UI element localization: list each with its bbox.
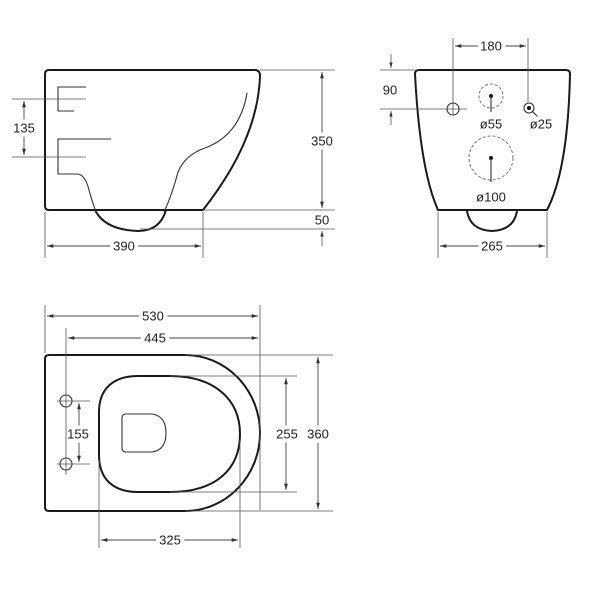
hole-right-25 [523, 102, 535, 114]
dim-label-90: 90 [383, 83, 397, 98]
mount-hole-left [446, 102, 460, 116]
dim-label-50: 50 [315, 213, 329, 228]
dim-label-155: 155 [67, 427, 89, 442]
hole-100-outline [468, 135, 514, 181]
top-view: 155 530 445 255 360 325 [44, 305, 333, 552]
front-view-bowl [466, 210, 518, 232]
dim-label-255: 255 [276, 427, 298, 442]
dim-label-325: 325 [159, 533, 181, 548]
side-view-outline [44, 69, 261, 211]
side-view: 135 350 50 390 [9, 69, 337, 258]
bowl-outlet [121, 413, 167, 453]
side-view-bowl [94, 209, 167, 232]
dim-label-265: 265 [481, 239, 503, 254]
hole-55-outline [478, 83, 504, 109]
hole-label-100: ø100 [476, 190, 506, 205]
hole-label-25: ø25 [530, 117, 552, 132]
hole-label-55: ø55 [480, 117, 502, 132]
dim-label-350: 350 [311, 134, 333, 149]
side-view-trap [57, 92, 248, 215]
dim-label-180: 180 [480, 39, 502, 54]
dim-label-445: 445 [144, 331, 166, 346]
front-view-outline [414, 69, 571, 211]
seat-opening [98, 375, 241, 493]
front-view: 180 90 ø25 ø55 ø100 265 [379, 35, 571, 258]
dim-label-360: 360 [307, 427, 329, 442]
dim-label-390: 390 [113, 239, 135, 254]
top-view-outline [44, 354, 261, 512]
dim-label-135: 135 [13, 121, 35, 136]
dim-label-530: 530 [142, 309, 164, 324]
